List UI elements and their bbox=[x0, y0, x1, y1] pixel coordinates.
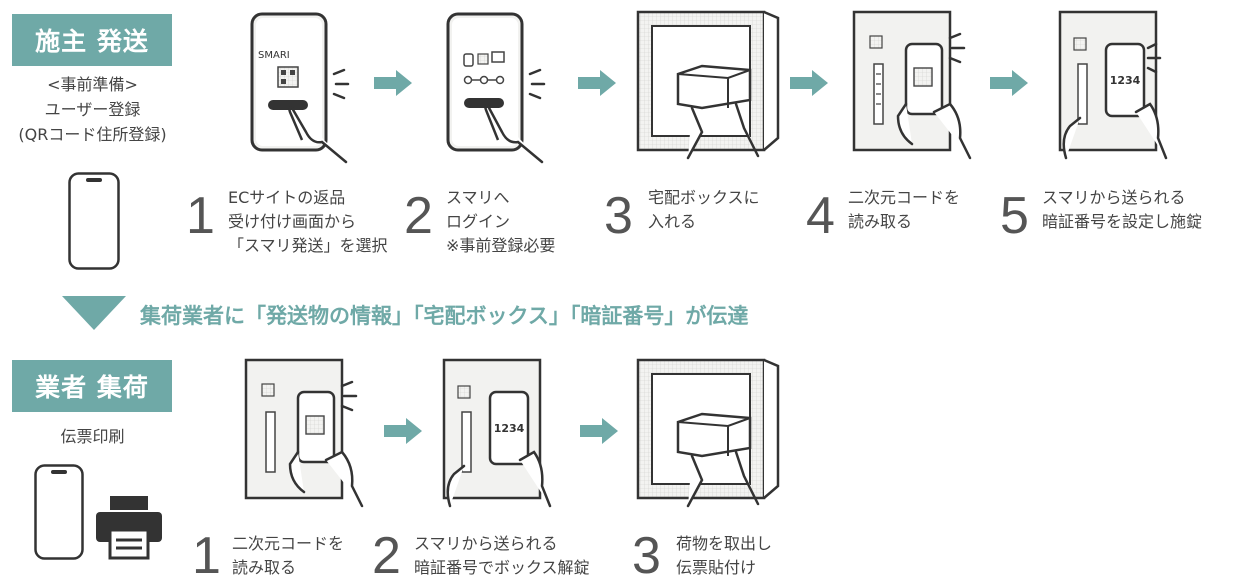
step-line: 暗証番号を設定し施錠 bbox=[1042, 212, 1203, 231]
prep-note: ユーザー登録 bbox=[44, 100, 141, 119]
step-number: 2 bbox=[372, 527, 401, 585]
printer-icon bbox=[96, 496, 162, 560]
carrier-badge: 業者 集荷 bbox=[12, 360, 172, 412]
step-line: スマリへ bbox=[446, 188, 510, 207]
step-line: ※事前登録必要 bbox=[446, 236, 556, 255]
step-line: スマリから送られる bbox=[414, 534, 558, 553]
pickup-step2-pin-illustration: 1234 bbox=[424, 356, 554, 508]
prep-note: 伝票印刷 bbox=[60, 427, 125, 446]
step-line: 二次元コードを bbox=[232, 534, 345, 553]
step-line: 荷物を取出し bbox=[676, 534, 773, 553]
step-description: スマリへ ログイン ※事前登録必要 bbox=[446, 186, 555, 258]
shipper-badge-label: 施主 発送 bbox=[35, 27, 149, 56]
step-line: 「スマリ発送」を選択 bbox=[228, 236, 388, 255]
step3-deposit-illustration bbox=[632, 8, 782, 160]
transfer-message: 集荷業者に「発送物の情報」「宅配ボックス」「暗証番号」が伝達 bbox=[140, 304, 749, 328]
pickup-step1-scan-illustration bbox=[242, 356, 372, 508]
step-number: 4 bbox=[806, 187, 835, 245]
shipper-prep-notes: <事前準備> ユーザー登録 (QRコード住所登録) bbox=[0, 72, 185, 147]
smari-logo-text: SMARI bbox=[258, 50, 290, 61]
prep-note: (QRコード住所登録) bbox=[18, 125, 167, 144]
arrow-right-icon bbox=[580, 418, 618, 444]
step-line: 読み取る bbox=[232, 558, 297, 577]
arrow-right-icon bbox=[990, 70, 1028, 96]
step-number: 3 bbox=[632, 527, 661, 585]
step1-phone-illustration: SMARI bbox=[248, 12, 358, 172]
smartphone-icon bbox=[68, 172, 120, 270]
arrow-right-icon bbox=[384, 418, 422, 444]
step5-pin-illustration: 1234 bbox=[1040, 8, 1170, 160]
shipper-badge: 施主 発送 bbox=[12, 14, 172, 66]
step-number: 1 bbox=[186, 187, 215, 245]
step-line: 受け付け画面から bbox=[228, 212, 357, 231]
pin-display: 1234 bbox=[1110, 74, 1141, 87]
step-line: 伝票貼付け bbox=[676, 558, 757, 577]
step-line: 入れる bbox=[648, 212, 697, 231]
smartphone-icon bbox=[34, 464, 84, 560]
prep-note: <事前準備> bbox=[47, 75, 138, 94]
step-number: 1 bbox=[192, 527, 221, 585]
step-number: 2 bbox=[404, 187, 433, 245]
pin-display: 1234 bbox=[494, 422, 525, 435]
step-number: 3 bbox=[604, 187, 633, 245]
step-line: スマリから送られる bbox=[1042, 188, 1186, 207]
arrow-right-icon bbox=[790, 70, 828, 96]
pickup-step3-retrieve-illustration bbox=[632, 356, 782, 508]
step4-scan-illustration bbox=[850, 8, 980, 160]
arrow-right-icon bbox=[578, 70, 616, 96]
step-description: 二次元コードを 読み取る bbox=[232, 532, 344, 580]
step-description: ECサイトの返品 受け付け画面から 「スマリ発送」を選択 bbox=[228, 186, 388, 258]
arrow-right-icon bbox=[374, 70, 412, 96]
step-description: 宅配ボックスに 入れる bbox=[648, 186, 760, 234]
step2-login-illustration bbox=[444, 12, 554, 172]
step-line: ログイン bbox=[446, 212, 511, 231]
step-number: 5 bbox=[1000, 187, 1029, 245]
step-line: 読み取る bbox=[848, 212, 913, 231]
carrier-badge-label: 業者 集荷 bbox=[35, 373, 149, 402]
step-description: 荷物を取出し 伝票貼付け bbox=[676, 532, 772, 580]
step-line: 二次元コードを bbox=[848, 188, 961, 207]
step-line: 暗証番号でボックス解錠 bbox=[414, 558, 590, 577]
step-description: スマリから送られる 暗証番号を設定し施錠 bbox=[1042, 186, 1202, 234]
step-description: スマリから送られる 暗証番号でボックス解錠 bbox=[414, 532, 590, 580]
step-line: 宅配ボックスに bbox=[648, 188, 760, 207]
carrier-prep-notes: 伝票印刷 bbox=[0, 424, 185, 449]
step-line: ECサイトの返品 bbox=[228, 188, 346, 207]
step-description: 二次元コードを 読み取る bbox=[848, 186, 960, 234]
triangle-down-icon bbox=[62, 296, 126, 330]
